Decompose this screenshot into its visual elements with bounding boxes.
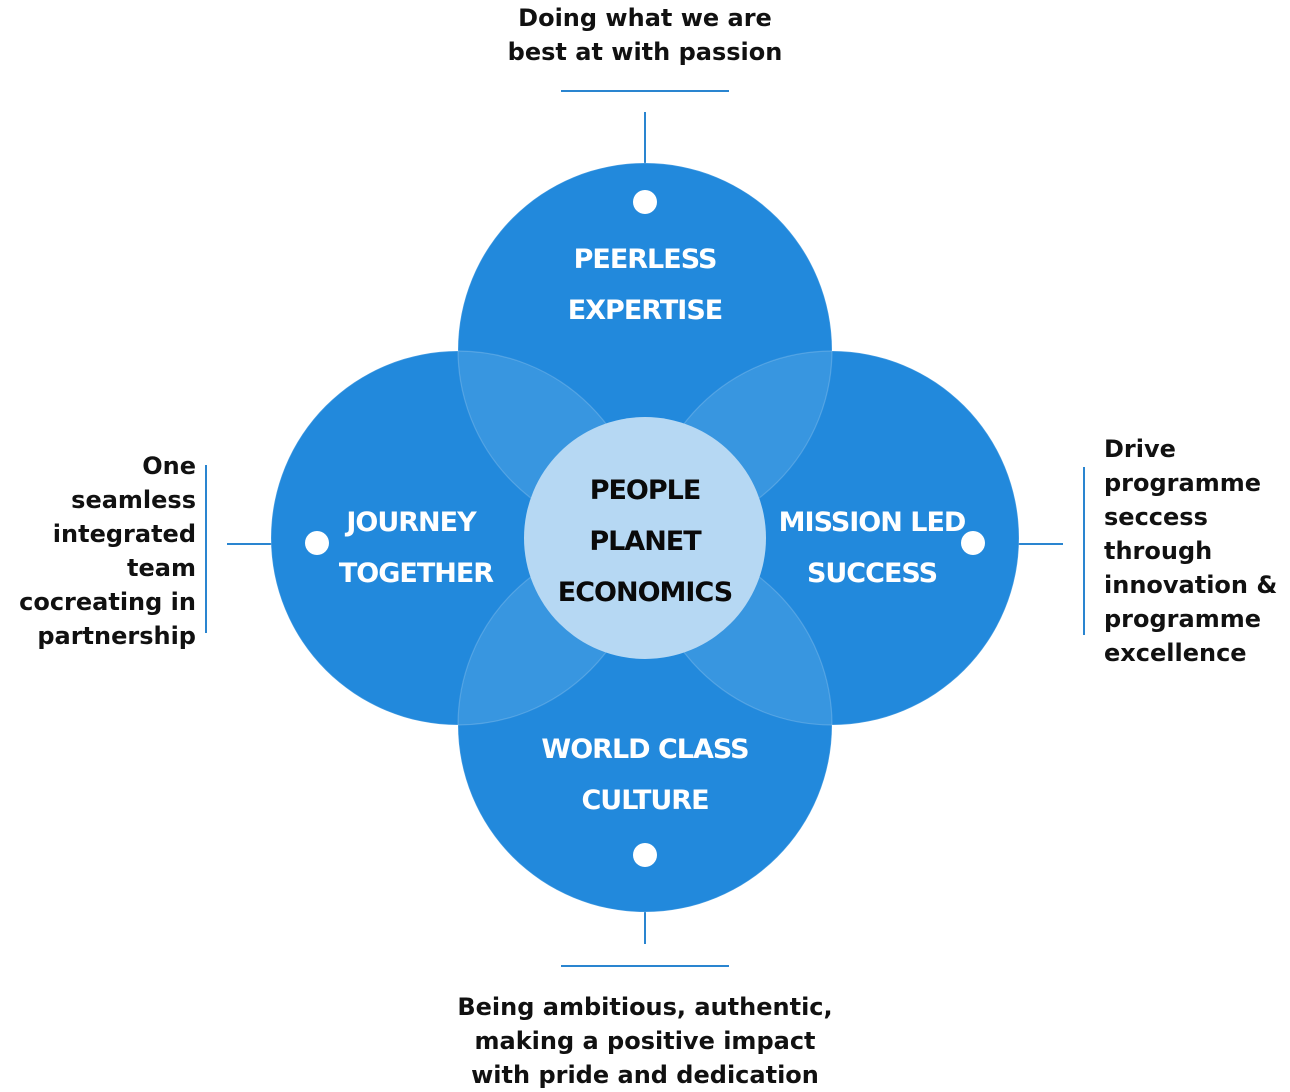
caption-left: One seamless integrated team cocreating …	[0, 449, 196, 653]
caption-top-line: Doing what we are	[518, 4, 772, 32]
label-right-line-2: SUCCESS	[807, 558, 937, 589]
dot-left	[305, 531, 329, 555]
overlap-top-right	[645, 351, 832, 537]
caption-right-line: Drive	[1104, 435, 1176, 463]
caption-top-line: best at with passion	[507, 38, 783, 66]
caption-bottom: Being ambitious, authentic, making a pos…	[395, 990, 895, 1092]
label-right-line-1: MISSION LED	[779, 507, 966, 538]
dot-right	[961, 531, 985, 555]
overlap-bottom-right	[645, 538, 832, 725]
caption-right-line: seccess	[1104, 503, 1208, 531]
label-left-line-1: JOURNEY	[344, 507, 477, 538]
center-label-line-1: PEOPLE	[590, 475, 701, 506]
label-bottom-line-2: CULTURE	[581, 785, 708, 816]
caption-left-line: cocreating in	[19, 588, 196, 616]
center-label-line-3: ECONOMICS	[558, 577, 732, 608]
caption-right-line: programme	[1104, 605, 1262, 633]
caption-left-line: team	[127, 554, 196, 582]
caption-bottom-line: Being ambitious, authentic,	[457, 993, 833, 1021]
caption-left-line: integrated	[52, 520, 196, 548]
label-top-line-2: EXPERTISE	[568, 295, 722, 326]
caption-left-line: One	[142, 452, 196, 480]
caption-right-line: programme	[1104, 469, 1262, 497]
caption-right: Drive programme seccess through innovati…	[1104, 432, 1290, 670]
dot-bottom	[633, 843, 657, 867]
overlap-bottom-left	[458, 538, 645, 725]
caption-bottom-line: with pride and dedication	[471, 1061, 819, 1089]
caption-right-line: through	[1104, 537, 1213, 565]
dot-top	[633, 190, 657, 214]
caption-bottom-line: making a positive impact	[474, 1027, 816, 1055]
connectors	[205, 90, 1085, 967]
caption-left-line: seamless	[71, 486, 196, 514]
label-top-line-1: PEERLESS	[574, 244, 717, 275]
label-bottom-line-1: WORLD CLASS	[541, 734, 748, 765]
caption-left-line: partnership	[37, 622, 196, 650]
caption-right-line: excellence	[1104, 639, 1247, 667]
caption-right-line: innovation &	[1104, 571, 1278, 599]
overlap-top-left	[458, 351, 645, 537]
center-label-line-2: PLANET	[589, 526, 702, 557]
label-left-line-2: TOGETHER	[339, 558, 494, 589]
center-circle	[524, 417, 766, 659]
caption-top: Doing what we are best at with passion	[445, 1, 845, 69]
